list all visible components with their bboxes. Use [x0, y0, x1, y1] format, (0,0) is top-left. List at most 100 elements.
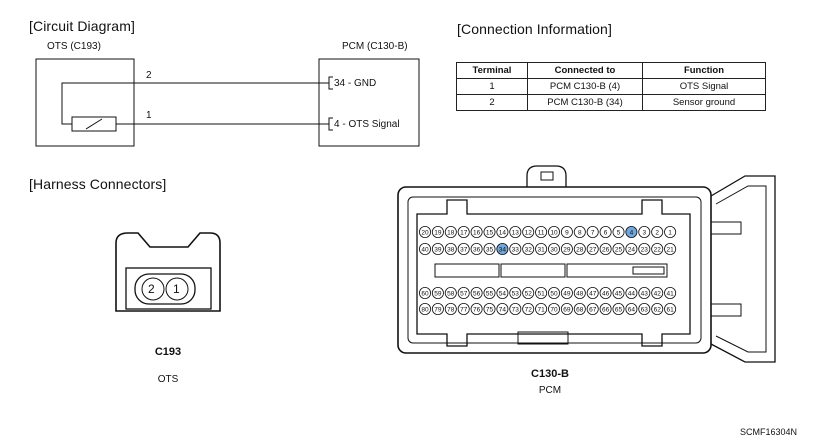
c130b-pin-label-16: 16 — [473, 229, 481, 236]
c130b-pin-5 — [612, 225, 625, 238]
c130b-pin-55 — [483, 286, 496, 299]
c130b-pin-11 — [535, 225, 548, 238]
c130b-pin-31 — [535, 242, 548, 255]
c130b-pin-label-38: 38 — [447, 246, 455, 253]
pcm-pin-34-label: 34 - GND — [334, 78, 377, 89]
c130b-pin-53 — [509, 286, 522, 299]
c130b-pin-50 — [548, 286, 561, 299]
c130b-pin-24 — [625, 242, 638, 255]
table-row: 1 PCM C130-B (4) OTS Signal — [456, 78, 766, 95]
c130b-pin-label-8: 8 — [578, 229, 582, 236]
table-header-row: Terminal Connected to Function — [456, 62, 766, 79]
c130b-pin-75 — [483, 302, 496, 315]
c130b-pin-label-58: 58 — [447, 290, 455, 297]
thermistor-slash — [85, 118, 103, 130]
c130b-pin-label-65: 65 — [615, 306, 623, 313]
c130b-pin-28 — [573, 242, 586, 255]
c130b-pin-label-4: 4 — [630, 229, 634, 236]
c130b-pin-70 — [548, 302, 561, 315]
c130b-pin-label-33: 33 — [512, 246, 520, 253]
c130b-pin-45 — [612, 286, 625, 299]
c130b-pin-32 — [522, 242, 535, 255]
c130b-pin-label-51: 51 — [537, 290, 545, 297]
c130b-pin-42 — [651, 286, 664, 299]
c130b-name: PCM — [538, 385, 562, 396]
c130b-pin-label-22: 22 — [654, 246, 662, 253]
c130b-pin-label-3: 3 — [642, 229, 646, 236]
c130b-pin-76 — [470, 302, 483, 315]
c130b-pin-74 — [496, 302, 509, 315]
c193-inner — [125, 267, 212, 310]
c130b-pin-23 — [638, 242, 651, 255]
c130b-pin-label-61: 61 — [666, 306, 674, 313]
pcm-box — [318, 58, 420, 147]
connection-table: Terminal Connected to Function 1 PCM C13… — [456, 62, 766, 111]
c193-pin-cavity — [134, 273, 196, 305]
c130b-pin-33 — [509, 242, 522, 255]
c130b-pin-14 — [496, 225, 509, 238]
c130b-pin-36 — [470, 242, 483, 255]
c130b-pin-label-34: 34 — [499, 246, 507, 253]
c130b-pin-label-77: 77 — [460, 306, 468, 313]
c130b-pin-label-73: 73 — [512, 306, 520, 313]
header-terminal: Terminal — [456, 62, 528, 79]
c130b-pin-label-20: 20 — [421, 229, 429, 236]
pcm-pin-bracket-4 — [328, 117, 333, 131]
c130b-pin-label-25: 25 — [615, 246, 623, 253]
c130b-pin-80 — [418, 302, 431, 315]
c130b-pin-72 — [522, 302, 535, 315]
c130b-pin-label-52: 52 — [525, 290, 533, 297]
c130b-pin-label-10: 10 — [550, 229, 558, 236]
connection-info-title: [Connection Information] — [457, 21, 612, 37]
c130b-pin-label-39: 39 — [434, 246, 442, 253]
c130b-pin-19 — [431, 225, 444, 238]
c130b-pin-label-49: 49 — [563, 290, 571, 297]
c130b-pin-4 — [625, 225, 638, 238]
c130b-pin-16 — [470, 225, 483, 238]
c130b-pin-label-43: 43 — [641, 290, 649, 297]
c130b-pin-label-35: 35 — [486, 246, 494, 253]
c193-name: OTS — [157, 374, 179, 385]
pcm-pin-4-label: 4 - OTS Signal — [334, 119, 400, 130]
c130b-pin-51 — [535, 286, 548, 299]
c130b-pin-2 — [651, 225, 664, 238]
cell-function: Sensor ground — [642, 94, 766, 111]
c130b-pin-label-57: 57 — [460, 290, 468, 297]
c130b-pin-label-66: 66 — [602, 306, 610, 313]
c130b-pin-40 — [418, 242, 431, 255]
harness-connectors-title: [Harness Connectors] — [29, 176, 167, 192]
document-id: SCMF16304N — [740, 427, 798, 437]
c130b-pin-label-68: 68 — [576, 306, 584, 313]
c130b-pin-9 — [560, 225, 573, 238]
c130b-pin-12 — [522, 225, 535, 238]
c130b-pin-52 — [522, 286, 535, 299]
c130b-pin-label-69: 69 — [563, 306, 571, 313]
pcm-label: PCM (C130-B) — [342, 41, 408, 52]
c130b-pin-label-72: 72 — [525, 306, 533, 313]
c130b-lever — [710, 175, 776, 363]
c130b-pin-label-44: 44 — [628, 290, 636, 297]
wire-1-number: 1 — [146, 110, 152, 121]
c193-pin-1-label: 1 — [173, 282, 180, 296]
c130b-pin-label-21: 21 — [666, 246, 674, 253]
c130b-pin-label-14: 14 — [499, 229, 507, 236]
c193-pin-1 — [165, 277, 189, 301]
c130b-pin-label-60: 60 — [421, 290, 429, 297]
c130b-pin-label-31: 31 — [537, 246, 545, 253]
wire-sensor-loop — [61, 82, 134, 125]
c130b-pin-49 — [560, 286, 573, 299]
c130b-pin-71 — [535, 302, 548, 315]
c130b-pin-7 — [586, 225, 599, 238]
c130b-pin-label-71: 71 — [537, 306, 545, 313]
c193-housing — [115, 232, 221, 312]
c130b-pin-label-28: 28 — [576, 246, 584, 253]
c130b-pin-label-11: 11 — [538, 229, 545, 236]
c130b-pin-54 — [496, 286, 509, 299]
c130b-pin-label-78: 78 — [447, 306, 455, 313]
c130b-pin-21 — [664, 242, 677, 255]
c130b-pin-8 — [573, 225, 586, 238]
wire-2-number: 2 — [146, 70, 152, 81]
c130b-pin-label-12: 12 — [525, 229, 533, 236]
